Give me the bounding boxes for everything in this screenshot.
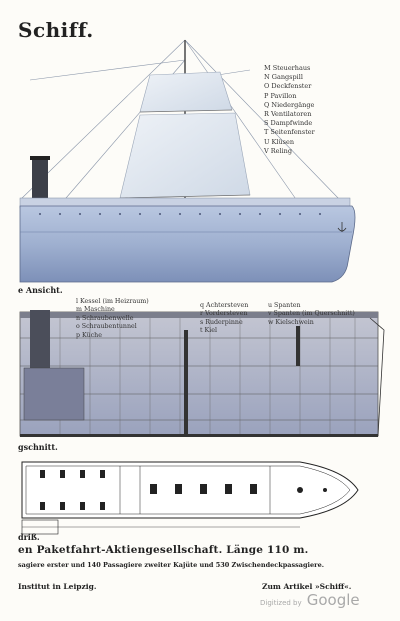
- legend-item: Q Niedergänge: [264, 100, 315, 109]
- anchor-icon: [337, 222, 347, 232]
- side-view-caption: e Ansicht.: [18, 285, 63, 295]
- footer-right: Zum Artikel »Schiff«.: [262, 582, 352, 591]
- legend-item: N Gangspill: [264, 73, 303, 82]
- legend-item: q Achtersteven: [200, 302, 249, 309]
- legend-item: n Schraubenwelle: [76, 314, 134, 322]
- ship-section-view: [19, 310, 385, 437]
- legend-item: V Reling: [264, 146, 293, 155]
- legend-item: O Deckfenster: [264, 82, 312, 91]
- legend-item: r Vordersteven: [200, 310, 248, 318]
- google-watermark: Digitized by Google: [260, 590, 360, 609]
- sail-upper: [139, 71, 233, 113]
- legend-mid-col3: u Spanten v Spanten (im Querschnitt) w K…: [268, 302, 355, 327]
- legend-item: l Kessel (im Heizraum): [76, 298, 149, 305]
- legend-item: s Ruderpinne: [200, 318, 243, 326]
- legend-item: w Kielschwein: [268, 318, 314, 326]
- legend-top: M Steuerhaus N Gangspill O Deckfenster P…: [264, 64, 315, 156]
- legend-mid-col2: q Achtersteven r Vordersteven s Ruderpin…: [200, 302, 248, 336]
- legend-item: o Schraubentunnel: [76, 323, 137, 331]
- legend-item: t Kiel: [200, 327, 217, 335]
- legend-item: R Ventilatoren: [264, 110, 312, 119]
- watermark-small: Digitized by: [260, 599, 302, 607]
- legend-item: m Maschine: [76, 306, 115, 314]
- main-caption: en Paketfahrt-Aktiengesellschaft. Länge …: [18, 544, 309, 556]
- sub-caption: sagiere erster und 140 Passagiere zweite…: [18, 561, 324, 569]
- plan-caption: driß.: [18, 532, 40, 542]
- legend-item: v Spanten (im Querschnitt): [268, 310, 355, 318]
- boiler: [23, 367, 85, 421]
- legend-item: U Klüsen: [264, 137, 295, 146]
- legend-item: S Dampfwinde: [264, 119, 313, 128]
- legend-item: T Seitenfenster: [264, 128, 315, 137]
- sail-lower: [119, 112, 251, 199]
- ship-deck-plan: [21, 461, 359, 535]
- legend-item: M Steuerhaus: [264, 64, 311, 72]
- funnel: [32, 158, 48, 204]
- section-caption: gschnitt.: [18, 442, 58, 452]
- legend-mid-col1: l Kessel (im Heizraum) m Maschine n Schr…: [76, 298, 149, 340]
- legend-item: P Pavillon: [264, 91, 297, 100]
- legend-item: u Spanten: [268, 302, 301, 309]
- footer-left: Institut in Leipzig.: [18, 582, 97, 591]
- legend-item: p Küche: [76, 331, 102, 339]
- watermark-big: Google: [306, 591, 360, 609]
- hull: [19, 205, 356, 283]
- page-title: Schiff.: [18, 18, 94, 42]
